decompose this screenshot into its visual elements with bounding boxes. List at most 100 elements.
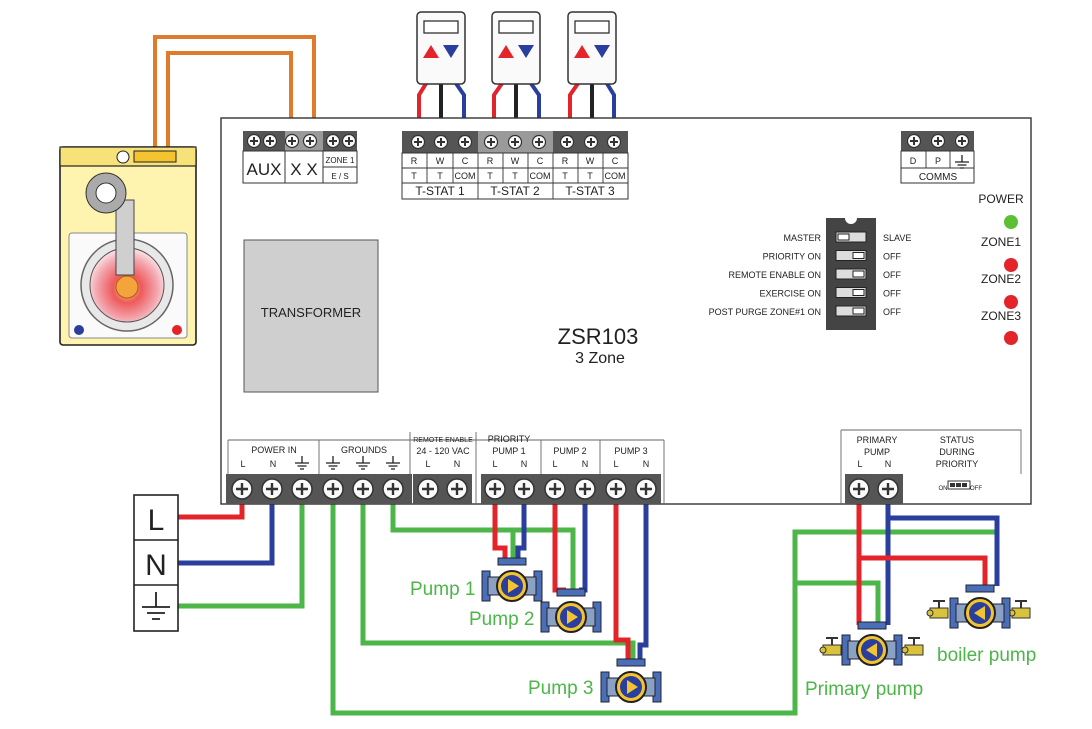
primary-pump-label: Primary pump [805,679,923,700]
tstat3-c: C [612,156,619,166]
dip-right-label: OFF [883,289,901,299]
power-n: N [270,459,277,469]
model-label: ZSR103 [558,324,639,349]
earth-icon [142,592,170,620]
supply-l: L [148,504,165,537]
remote-enable-label: REMOTE ENABLE [413,437,473,444]
dip-right-label: OFF [883,252,901,262]
primary-label: PRIMARY [857,435,898,445]
tstat1-t2: T [437,171,443,181]
tstat3-r: R [562,156,569,166]
dip-switch [835,287,867,298]
power-in-label: POWER IN [251,445,297,455]
pump-wires [492,490,1000,660]
pump3-n: N [643,459,650,469]
tstat2-r: R [487,156,494,166]
thermostat-2-icon [491,11,541,85]
pump2-term-label: PUMP 2 [553,446,586,456]
indicator-led [1004,331,1018,345]
tstat3-label: T-STAT 3 [565,184,615,198]
priority-pump1-label: PUMP 1 [492,446,525,456]
supply-n: N [145,549,167,582]
off-label: OFF [970,486,982,492]
orange-aux-wires [153,35,316,150]
tstat3-com: COM [605,171,626,181]
dip-left-label: REMOTE ENABLE ON [728,270,821,280]
thermostat-3-icon [567,11,617,85]
indicator-led [1004,258,1018,272]
remote-l: L [425,459,430,469]
es-label: E / S [331,172,348,181]
dip-left-label: POST PURGE ZONE#1 ON [709,307,821,317]
primary-pump-terminal-block: PRIMARY PUMP STATUS DURING PRIORITY L N … [840,429,1022,504]
aux-label: AUX [247,160,282,179]
xx-label: X X [290,160,317,179]
pump-2-label: Pump 2 [469,609,534,630]
dip-switch-knob [837,233,850,241]
dip-right-label: OFF [883,270,901,280]
zones-label: 3 Zone [575,350,625,367]
dip-right-label: OFF [883,307,901,317]
dip-right-label: SLAVE [883,233,911,243]
on-label: ON [939,486,948,492]
pump3-l: L [613,459,618,469]
indicator-led [1004,295,1018,309]
transformer-label: TRANSFORMER [261,305,361,320]
boiler-pump-icon [926,584,1031,629]
transformer: TRANSFORMER [243,239,379,393]
dip-switch [835,305,867,317]
power-l: L [240,459,245,469]
indicator-led [1004,215,1018,229]
tstat2-t1: T [487,171,493,181]
tstat3-t2: T [587,171,593,181]
pump-1-label: Pump 1 [410,579,475,600]
pump3-term-label: PUMP 3 [614,446,647,456]
boiler-pump-label: boiler pump [937,645,1036,666]
zone1-es-label: ZONE 1 [326,156,355,165]
primary-pump-icon [819,621,924,666]
primary-pump-label: PUMP [864,447,890,457]
priority-label: PRIORITY [488,434,531,444]
dip-switch-knob [852,270,865,278]
primary-n: N [885,459,892,469]
tstat1-w: W [436,156,445,166]
supply-wires [178,490,305,609]
pump-3-icon [600,658,662,703]
bottom-terminal-labels: POWER IN GROUNDS REMOTE ENABLE 24 - 120 … [227,432,665,504]
remote-n: N [454,459,461,469]
primary-l: L [857,459,862,469]
tstat-terminal-block: R W C T T COM R W C T T COM R W C T T CO… [401,131,629,200]
supply-box: L N [133,494,179,632]
thermostat-1-icon [416,11,466,85]
dip-switch-knob [852,307,865,315]
tstat2-c: C [537,156,544,166]
dip-switch [835,231,867,243]
tstat2-com: COM [530,171,551,181]
indicator-label: POWER [978,192,1024,206]
indicator-label: ZONE1 [981,235,1021,249]
pump1-n: N [521,459,528,469]
during-label: DURING [939,447,975,457]
indicator-label: ZONE2 [981,272,1021,286]
status-label: STATUS [940,435,974,445]
boiler [59,146,197,346]
bottom-terminal-block [226,474,661,504]
pump-3-label: Pump 3 [528,678,593,699]
grounds-label: GROUNDS [341,445,387,455]
tstat3-w: W [586,156,595,166]
aux-terminal-block: AUX X X ZONE 1 E / S [242,131,358,184]
pump-1-icon [481,557,543,602]
tstat1-t1: T [411,171,417,181]
dip-left-label: EXERCISE ON [759,289,821,299]
indicator-label: ZONE3 [981,309,1021,323]
priority-status-label: PRIORITY [936,459,979,469]
comms-terminal-block: D P COMMS [900,131,975,184]
tstat3-t1: T [562,171,568,181]
tstat2-w: W [511,156,520,166]
pump-2-icon [540,588,602,633]
tstat1-com: COM [455,171,476,181]
pump2-l: L [552,459,557,469]
